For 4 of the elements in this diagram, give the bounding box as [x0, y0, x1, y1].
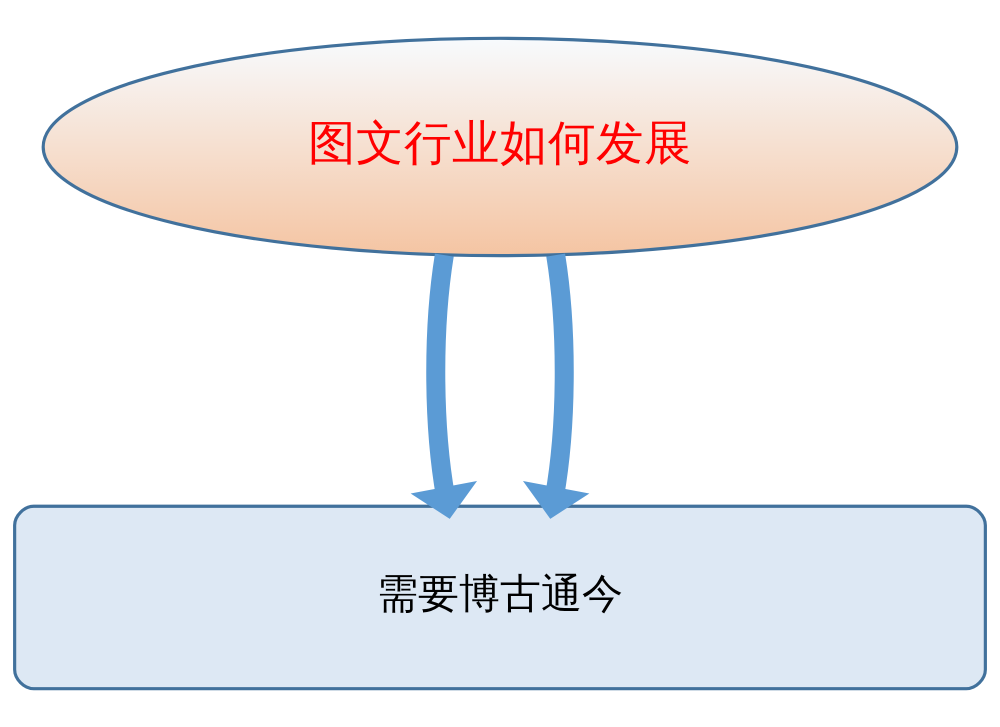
node-ellipse: 图文行业如何发展 — [42, 36, 958, 258]
arrow — [410, 254, 477, 519]
arrow — [523, 254, 590, 519]
node-box: 需要博古通今 — [13, 504, 987, 690]
